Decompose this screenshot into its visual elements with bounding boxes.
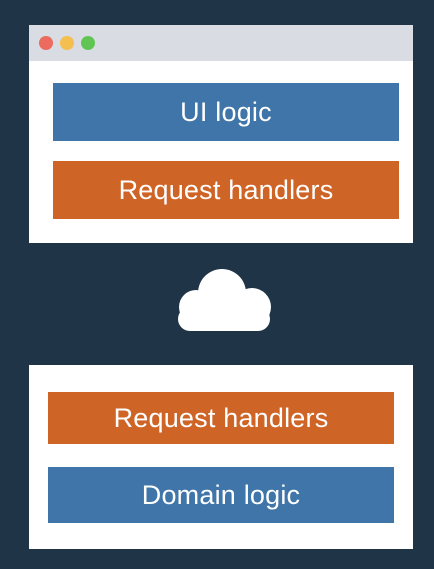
close-dot-icon — [39, 36, 53, 50]
maximize-dot-icon — [81, 36, 95, 50]
server-panel: Request handlers Domain logic — [29, 365, 413, 549]
client-browser-window: UI logic Request handlers — [29, 25, 413, 243]
server-domain-logic-layer: Domain logic — [48, 467, 394, 523]
window-titlebar — [29, 25, 413, 61]
minimize-dot-icon — [60, 36, 74, 50]
client-request-handlers-layer: Request handlers — [53, 161, 399, 219]
client-ui-logic-layer: UI logic — [53, 83, 399, 141]
server-request-handlers-layer: Request handlers — [48, 392, 394, 444]
cloud-icon — [178, 269, 271, 331]
